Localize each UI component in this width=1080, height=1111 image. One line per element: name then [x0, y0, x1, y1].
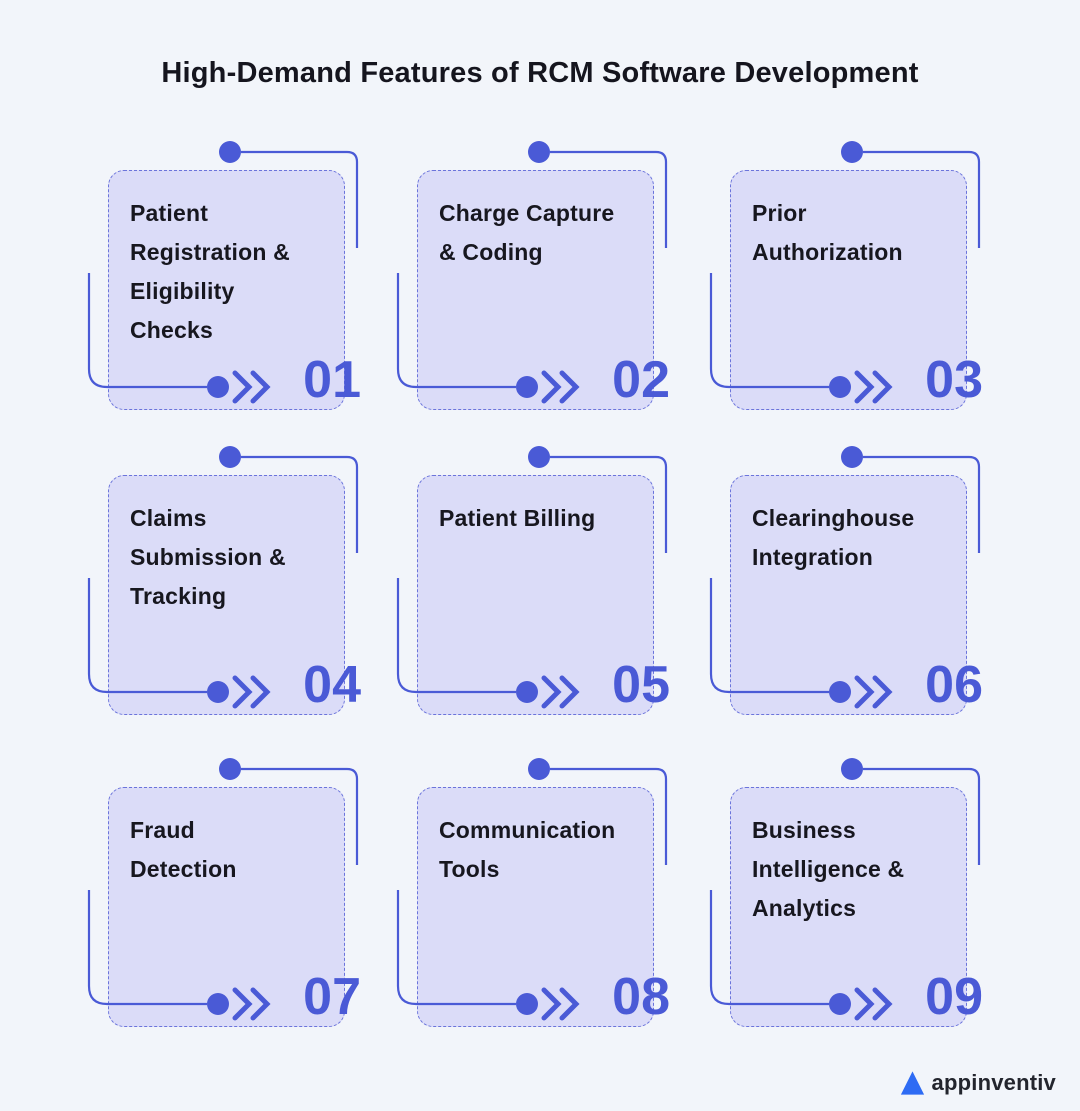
feature-title: Business Intelligence & Analytics	[752, 817, 905, 921]
feature-card-box	[108, 787, 345, 1027]
feature-card-box	[417, 170, 654, 410]
feature-number: 02	[612, 351, 670, 409]
page-title: High-Demand Features of RCM Software Dev…	[161, 57, 919, 89]
feature-number: 01	[303, 351, 361, 409]
connector-bottom-arrow-icon	[396, 273, 580, 404]
feature-card-05: Patient Billing 05	[396, 446, 670, 715]
brand-logo-text: appinventiv	[931, 1070, 1056, 1095]
connector-top-icon	[528, 141, 668, 248]
feature-card-box	[730, 787, 967, 1027]
feature-card-01: Patient Registration & Eligibility Check…	[87, 141, 361, 410]
feature-title: Patient Billing	[439, 505, 596, 531]
feature-title: Patient Registration & Eligibility Check…	[130, 200, 290, 343]
feature-card-02: Charge Capture & Coding 02	[396, 141, 670, 410]
feature-card-box	[108, 170, 345, 410]
feature-title: Claims Submission & Tracking	[130, 505, 286, 609]
feature-number: 09	[925, 968, 983, 1026]
connector-bottom-arrow-icon	[87, 273, 271, 404]
connector-bottom-arrow-icon	[709, 273, 893, 404]
feature-number: 03	[925, 351, 983, 409]
connector-top-icon	[841, 446, 981, 553]
appinventiv-triangle-icon	[900, 1071, 924, 1095]
feature-number: 04	[303, 656, 361, 714]
feature-card-07: Fraud Detection 07	[87, 758, 361, 1027]
connector-top-icon	[219, 758, 359, 865]
connector-bottom-arrow-icon	[709, 890, 893, 1021]
feature-card-box	[417, 787, 654, 1027]
connector-top-icon	[219, 446, 359, 553]
connector-bottom-arrow-icon	[709, 578, 893, 709]
connector-top-icon	[528, 446, 668, 553]
feature-card-09: Business Intelligence & Analytics 09	[709, 758, 983, 1027]
feature-title: Fraud Detection	[130, 817, 237, 882]
connector-bottom-arrow-icon	[87, 890, 271, 1021]
feature-card-box	[730, 170, 967, 410]
connector-top-icon	[841, 141, 981, 248]
feature-card-04: Claims Submission & Tracking 04	[87, 446, 361, 715]
feature-number: 07	[303, 968, 361, 1026]
feature-card-08: Communication Tools 08	[396, 758, 670, 1027]
connector-top-icon	[219, 141, 359, 248]
connector-top-icon	[841, 758, 981, 865]
feature-card-06: Clearinghouse Integration 06	[709, 446, 983, 715]
brand-logo: appinventiv	[900, 1067, 1056, 1099]
connector-bottom-arrow-icon	[396, 890, 580, 1021]
connector-top-icon	[528, 758, 668, 865]
feature-card-box	[417, 475, 654, 715]
feature-title: Prior Authorization	[752, 200, 903, 265]
connector-bottom-arrow-icon	[396, 578, 580, 709]
feature-number: 05	[612, 656, 670, 714]
feature-number: 08	[612, 968, 670, 1026]
feature-title: Clearinghouse Integration	[752, 505, 915, 570]
feature-card-03: Prior Authorization 03	[709, 141, 983, 410]
connector-bottom-arrow-icon	[87, 578, 271, 709]
feature-card-box	[108, 475, 345, 715]
feature-card-box	[730, 475, 967, 715]
feature-number: 06	[925, 656, 983, 714]
feature-title: Charge Capture & Coding	[439, 200, 615, 265]
feature-title: Communication Tools	[439, 817, 616, 882]
